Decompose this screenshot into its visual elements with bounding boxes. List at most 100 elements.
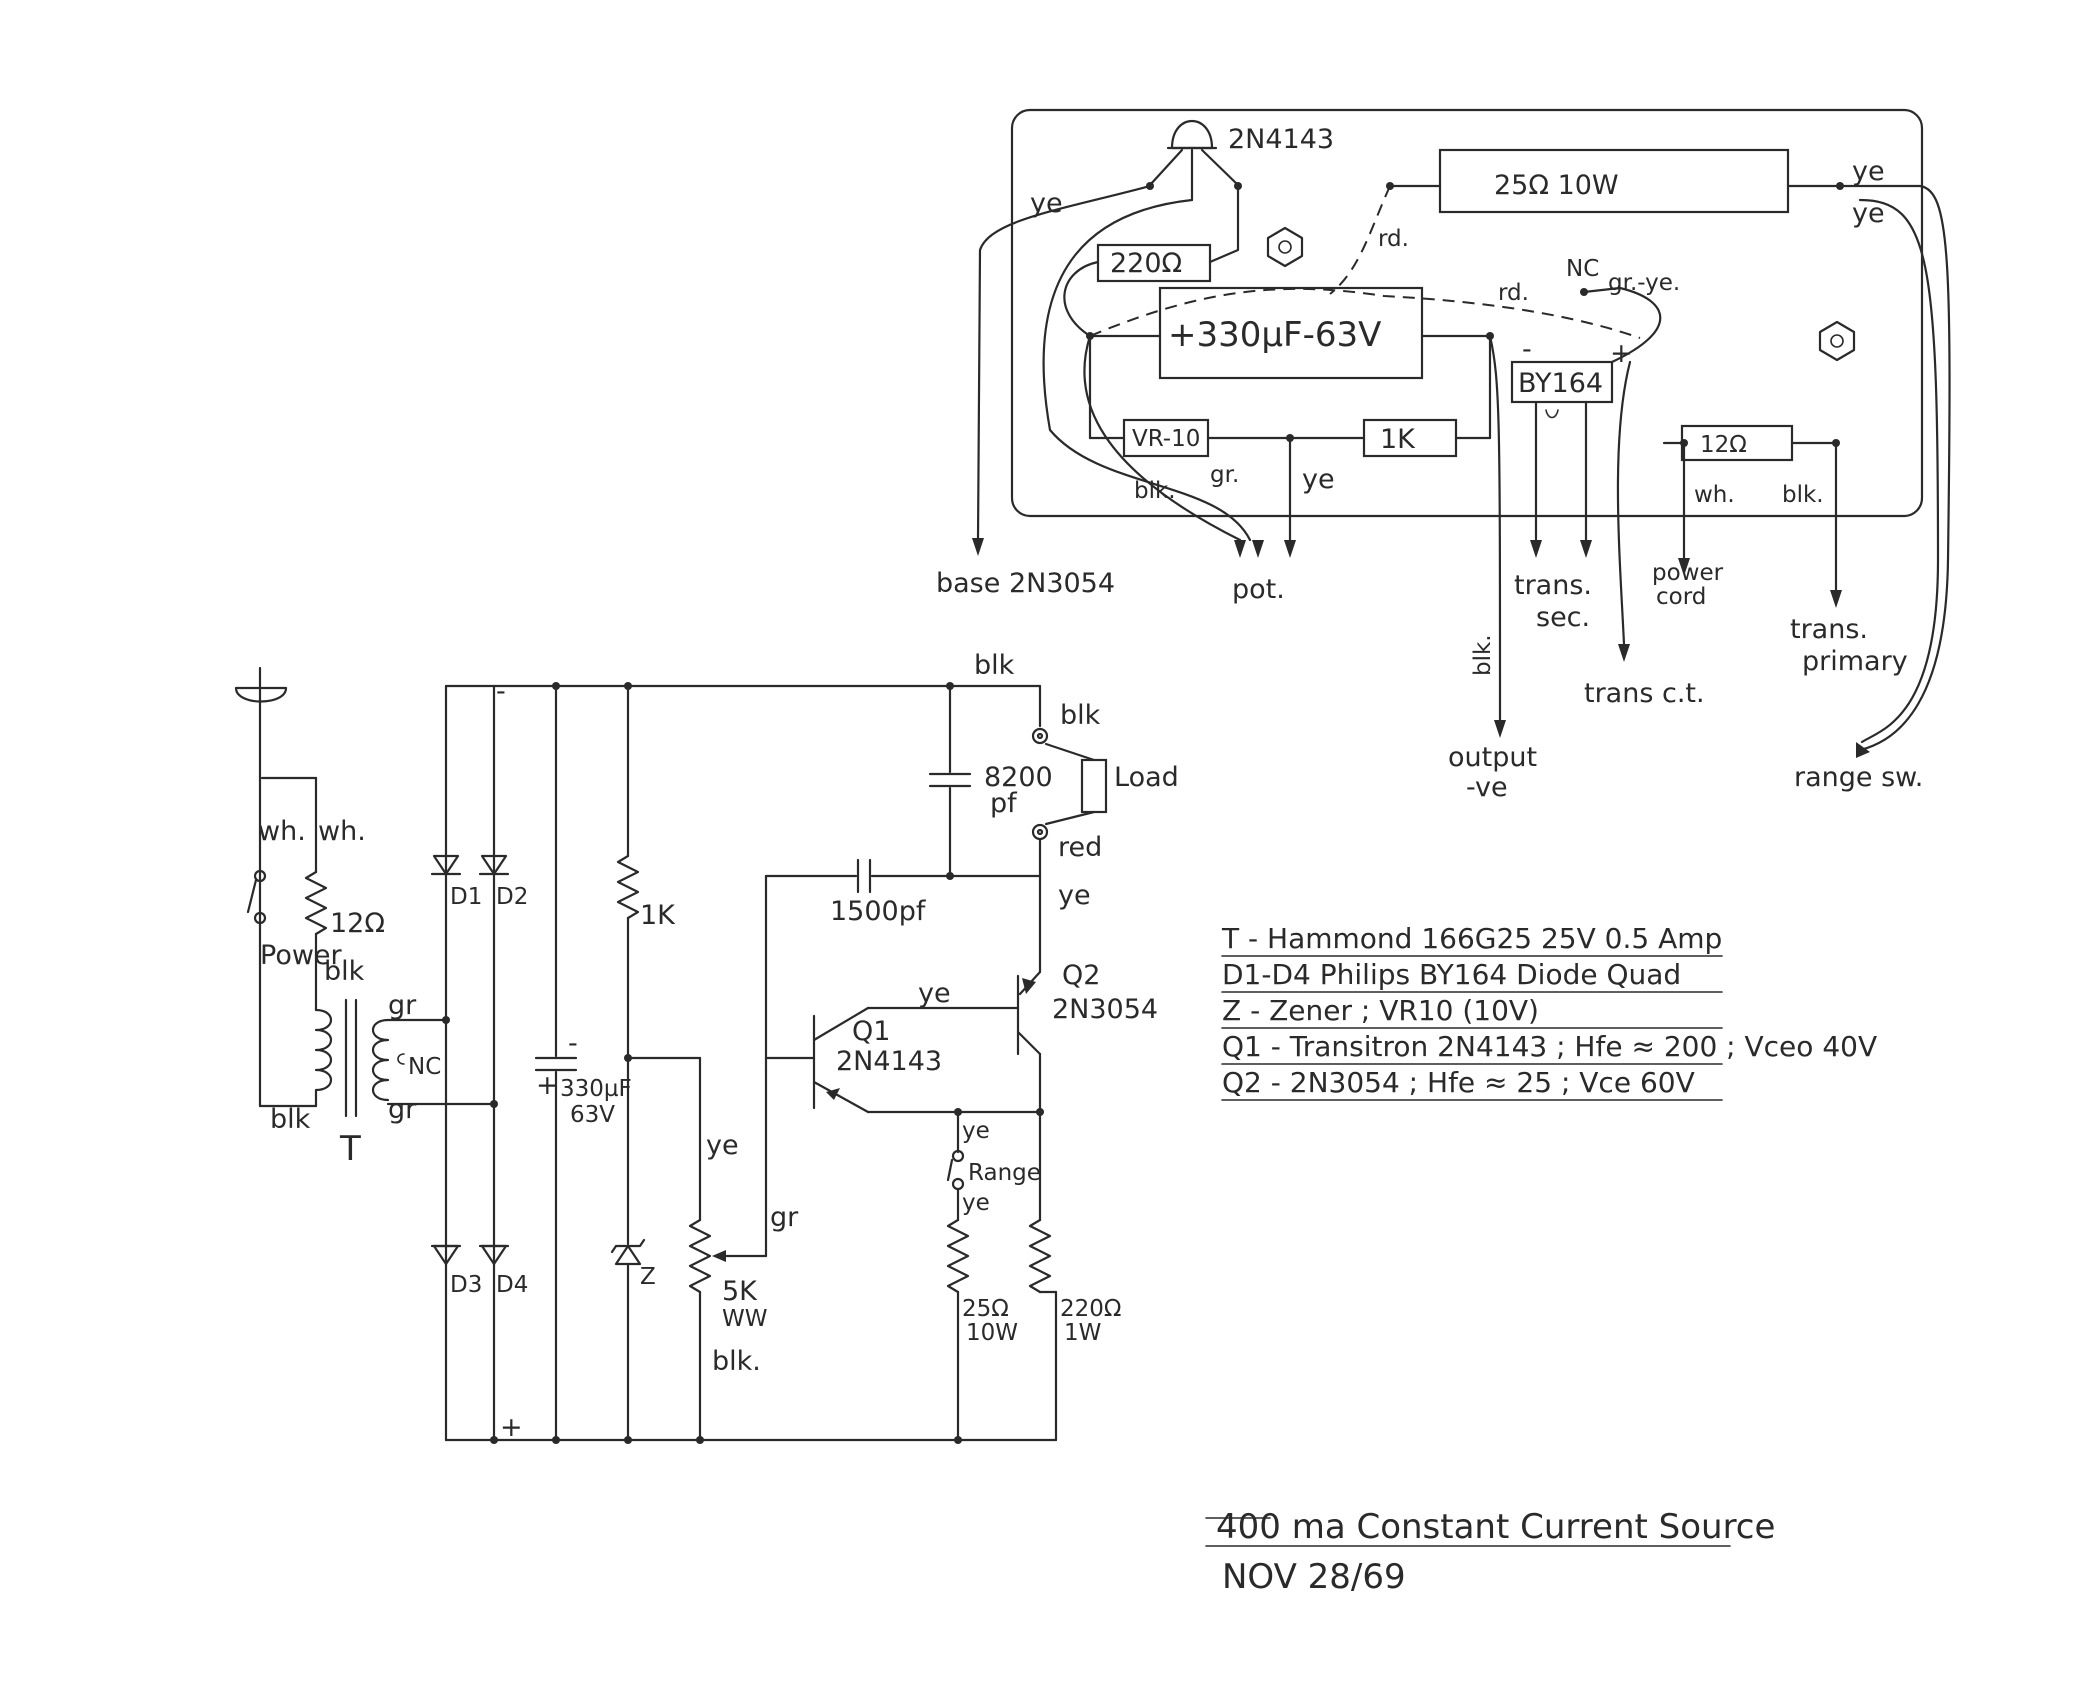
load-terminal-neg: [1031, 727, 1049, 745]
title-block: 400 ma Constant Current Source NOV 28/69: [1205, 1507, 1775, 1597]
sch-blk-b: blk: [270, 1104, 311, 1135]
sch-cap-330-v: 63V: [570, 1102, 615, 1128]
sch-r220-w: 1W: [1064, 1320, 1101, 1346]
sch-ye-base: ye: [918, 978, 951, 1009]
sch-cap-1500: 1500pf: [830, 896, 927, 927]
layout-view: 2N4143 25Ω 10W 220Ω +330µF-63V rd. rd. N…: [936, 108, 1951, 803]
sch-gr-b: gr: [388, 1094, 417, 1125]
layout-resistor-1k: [1362, 418, 1458, 458]
layout-wire-blk-out: blk.: [1470, 634, 1496, 676]
sch-cap-330-label: 330µF: [560, 1076, 632, 1102]
dest-pot: pot.: [1232, 574, 1285, 605]
resistor-25-icon: [946, 1218, 970, 1294]
layout-wire-rd-1: rd.: [1378, 226, 1409, 252]
diode-d2-icon: [480, 854, 508, 876]
sch-zener-label: Z: [640, 1264, 656, 1290]
layout-q1-label: 2N4143: [1228, 124, 1334, 155]
dest-power-cord-1: power: [1652, 560, 1724, 586]
sch-d4-label: D4: [496, 1272, 528, 1298]
sch-ye-pot: ye: [706, 1130, 739, 1161]
sch-cap-8200-unit: pf: [990, 788, 1018, 819]
layout-transistor-q1: 2N4143: [1146, 120, 1334, 202]
layout-resistor-25: [1438, 148, 1790, 214]
layout-resistor-1k-label: 1K: [1380, 424, 1416, 455]
note-q1: Q1 - Transitron 2N4143 ; Hfe ≈ 200 ; Vce…: [1222, 1030, 1877, 1063]
layout-nc-label: NC: [1566, 256, 1599, 282]
sheet-date: NOV 28/69: [1222, 1557, 1406, 1597]
layout-wire-ye-right-1: ye: [1852, 156, 1885, 187]
sch-q1-type: 2N4143: [836, 1046, 942, 1077]
sheet-title: 400 ma Constant Current Source: [1216, 1507, 1775, 1547]
layout-diode-quad: [1510, 360, 1614, 404]
dest-base-2n3054: base 2N3054: [936, 568, 1115, 599]
sch-q2-label: Q2: [1062, 960, 1100, 991]
sch-q1-label: Q1: [852, 1016, 890, 1047]
sch-load-label: Load: [1114, 762, 1179, 793]
mounting-nut-left: [1266, 226, 1304, 268]
dest-trans-ct: trans c.t.: [1584, 678, 1705, 709]
layout-capacitor-label: +330µF-63V: [1168, 315, 1381, 355]
layout-wire-ye-left: ye: [1030, 188, 1063, 219]
layout-wire-gr-ye: gr.-ye.: [1608, 270, 1680, 296]
transformer-secondary-icon: [371, 1018, 390, 1102]
layout-vr10-label: VR-10: [1132, 426, 1200, 452]
power-plug-icon: [234, 686, 288, 703]
sch-ye-range-top: ye: [962, 1118, 990, 1144]
parts-notes: T - Hammond 166G25 25V 0.5 Amp D1-D4 Phi…: [1221, 922, 1877, 1101]
layout-diode-quad-label: BY164: [1518, 368, 1603, 399]
sch-range-label: Range: [968, 1160, 1041, 1186]
sch-rail-plus: +: [500, 1412, 523, 1443]
note-transformer: T - Hammond 166G25 25V 0.5 Amp: [1221, 922, 1722, 955]
note-diodes: D1-D4 Philips BY164 Diode Quad: [1222, 958, 1681, 991]
layout-board: [1010, 108, 1924, 518]
layout-resistor-25-label: 25Ω 10W: [1494, 170, 1619, 201]
layout-by164-minus: -: [1522, 334, 1532, 365]
dest-power-cord-2: cord: [1656, 584, 1706, 610]
sch-cap-minus: -: [568, 1028, 578, 1059]
layout-wire-gr-1: gr.: [1210, 462, 1239, 488]
dest-output-1: output: [1448, 742, 1537, 773]
load-resistor-icon: [1080, 758, 1108, 814]
dest-trans-primary-1: trans.: [1790, 614, 1868, 645]
layout-wire-blk-2: blk.: [1782, 482, 1824, 508]
layout-resistor-12: [1680, 424, 1794, 462]
transformer-primary-icon: [314, 1008, 333, 1108]
sch-cap-8200: 8200: [984, 762, 1053, 793]
sch-blk-load: blk: [1060, 700, 1101, 731]
sch-red-label: red: [1058, 832, 1102, 863]
sch-r25: 25Ω: [962, 1296, 1009, 1322]
sch-wh-2: wh.: [318, 816, 366, 847]
note-q2: Q2 - 2N3054 ; Hfe ≈ 25 ; Vce 60V: [1222, 1066, 1695, 1099]
sch-ye-range-bot: ye: [962, 1190, 990, 1216]
sch-d3-label: D3: [450, 1272, 482, 1298]
circuit-schematic: wh. wh. Power 12Ω blk blk T gr gr NC - +: [234, 650, 1179, 1444]
sch-r1k-label: 1K: [640, 900, 676, 931]
sch-ye-q2: ye: [1058, 880, 1091, 911]
layout-capacitor: [1158, 286, 1424, 380]
sch-cap-plus: +: [536, 1070, 559, 1101]
sch-blk-top: blk: [974, 650, 1015, 681]
layout-wire-rd-2: rd.: [1498, 280, 1529, 306]
resistor-220-icon: [1028, 1218, 1052, 1294]
sch-blk-pot: blk.: [712, 1346, 761, 1377]
load-terminal-pos: [1031, 823, 1049, 841]
sch-pot-5k: 5K: [722, 1276, 758, 1307]
sch-blk-a: blk: [324, 956, 365, 987]
dest-output-2: -ve: [1466, 772, 1508, 803]
zener-icon: [614, 1244, 642, 1266]
sch-pot-ww: WW: [722, 1306, 767, 1332]
dest-trans-sec-2: sec.: [1536, 602, 1590, 633]
range-switch-contact: [951, 1149, 965, 1163]
sch-q2-type: 2N3054: [1052, 994, 1158, 1025]
resistor-1k-icon: [616, 854, 640, 920]
layout-wire-ye-right-2: ye: [1852, 198, 1885, 229]
sch-power-label: Power: [260, 940, 343, 971]
sch-r12-label: 12Ω: [330, 908, 385, 939]
dest-trans-primary-2: primary: [1802, 646, 1908, 677]
sch-rail-minus: -: [496, 676, 506, 707]
sch-wh-1: wh.: [258, 816, 306, 847]
dest-trans-sec-1: trans.: [1514, 570, 1592, 601]
mounting-nut-right: [1818, 320, 1856, 362]
sch-d2-label: D2: [496, 884, 528, 910]
